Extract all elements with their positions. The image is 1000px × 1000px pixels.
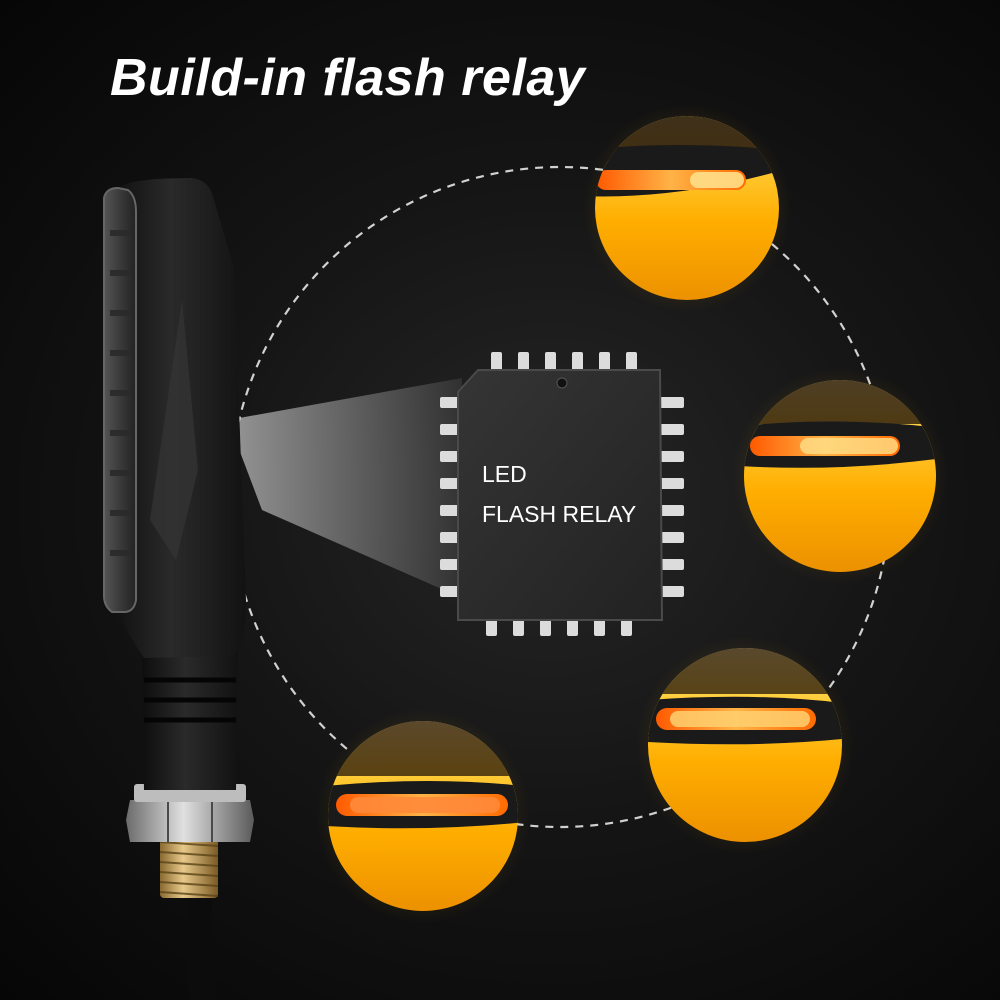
chip-label: LED FLASH RELAY (482, 454, 636, 534)
led-glow-icon (583, 104, 791, 312)
light-beam (228, 378, 462, 598)
hex-nut (126, 800, 254, 842)
chip-label-line2: FLASH RELAY (482, 501, 637, 527)
indicator-lens (103, 186, 137, 613)
flash-relay-chip-icon (440, 352, 684, 636)
chip-label-line1: LED (482, 461, 527, 487)
headline: Build-in flash relay (110, 49, 586, 107)
led-glow-icon (636, 636, 854, 854)
led-glow-icon (316, 709, 530, 923)
led-glow-icon (732, 368, 948, 584)
turn-signal-indicator-icon (103, 178, 254, 1000)
